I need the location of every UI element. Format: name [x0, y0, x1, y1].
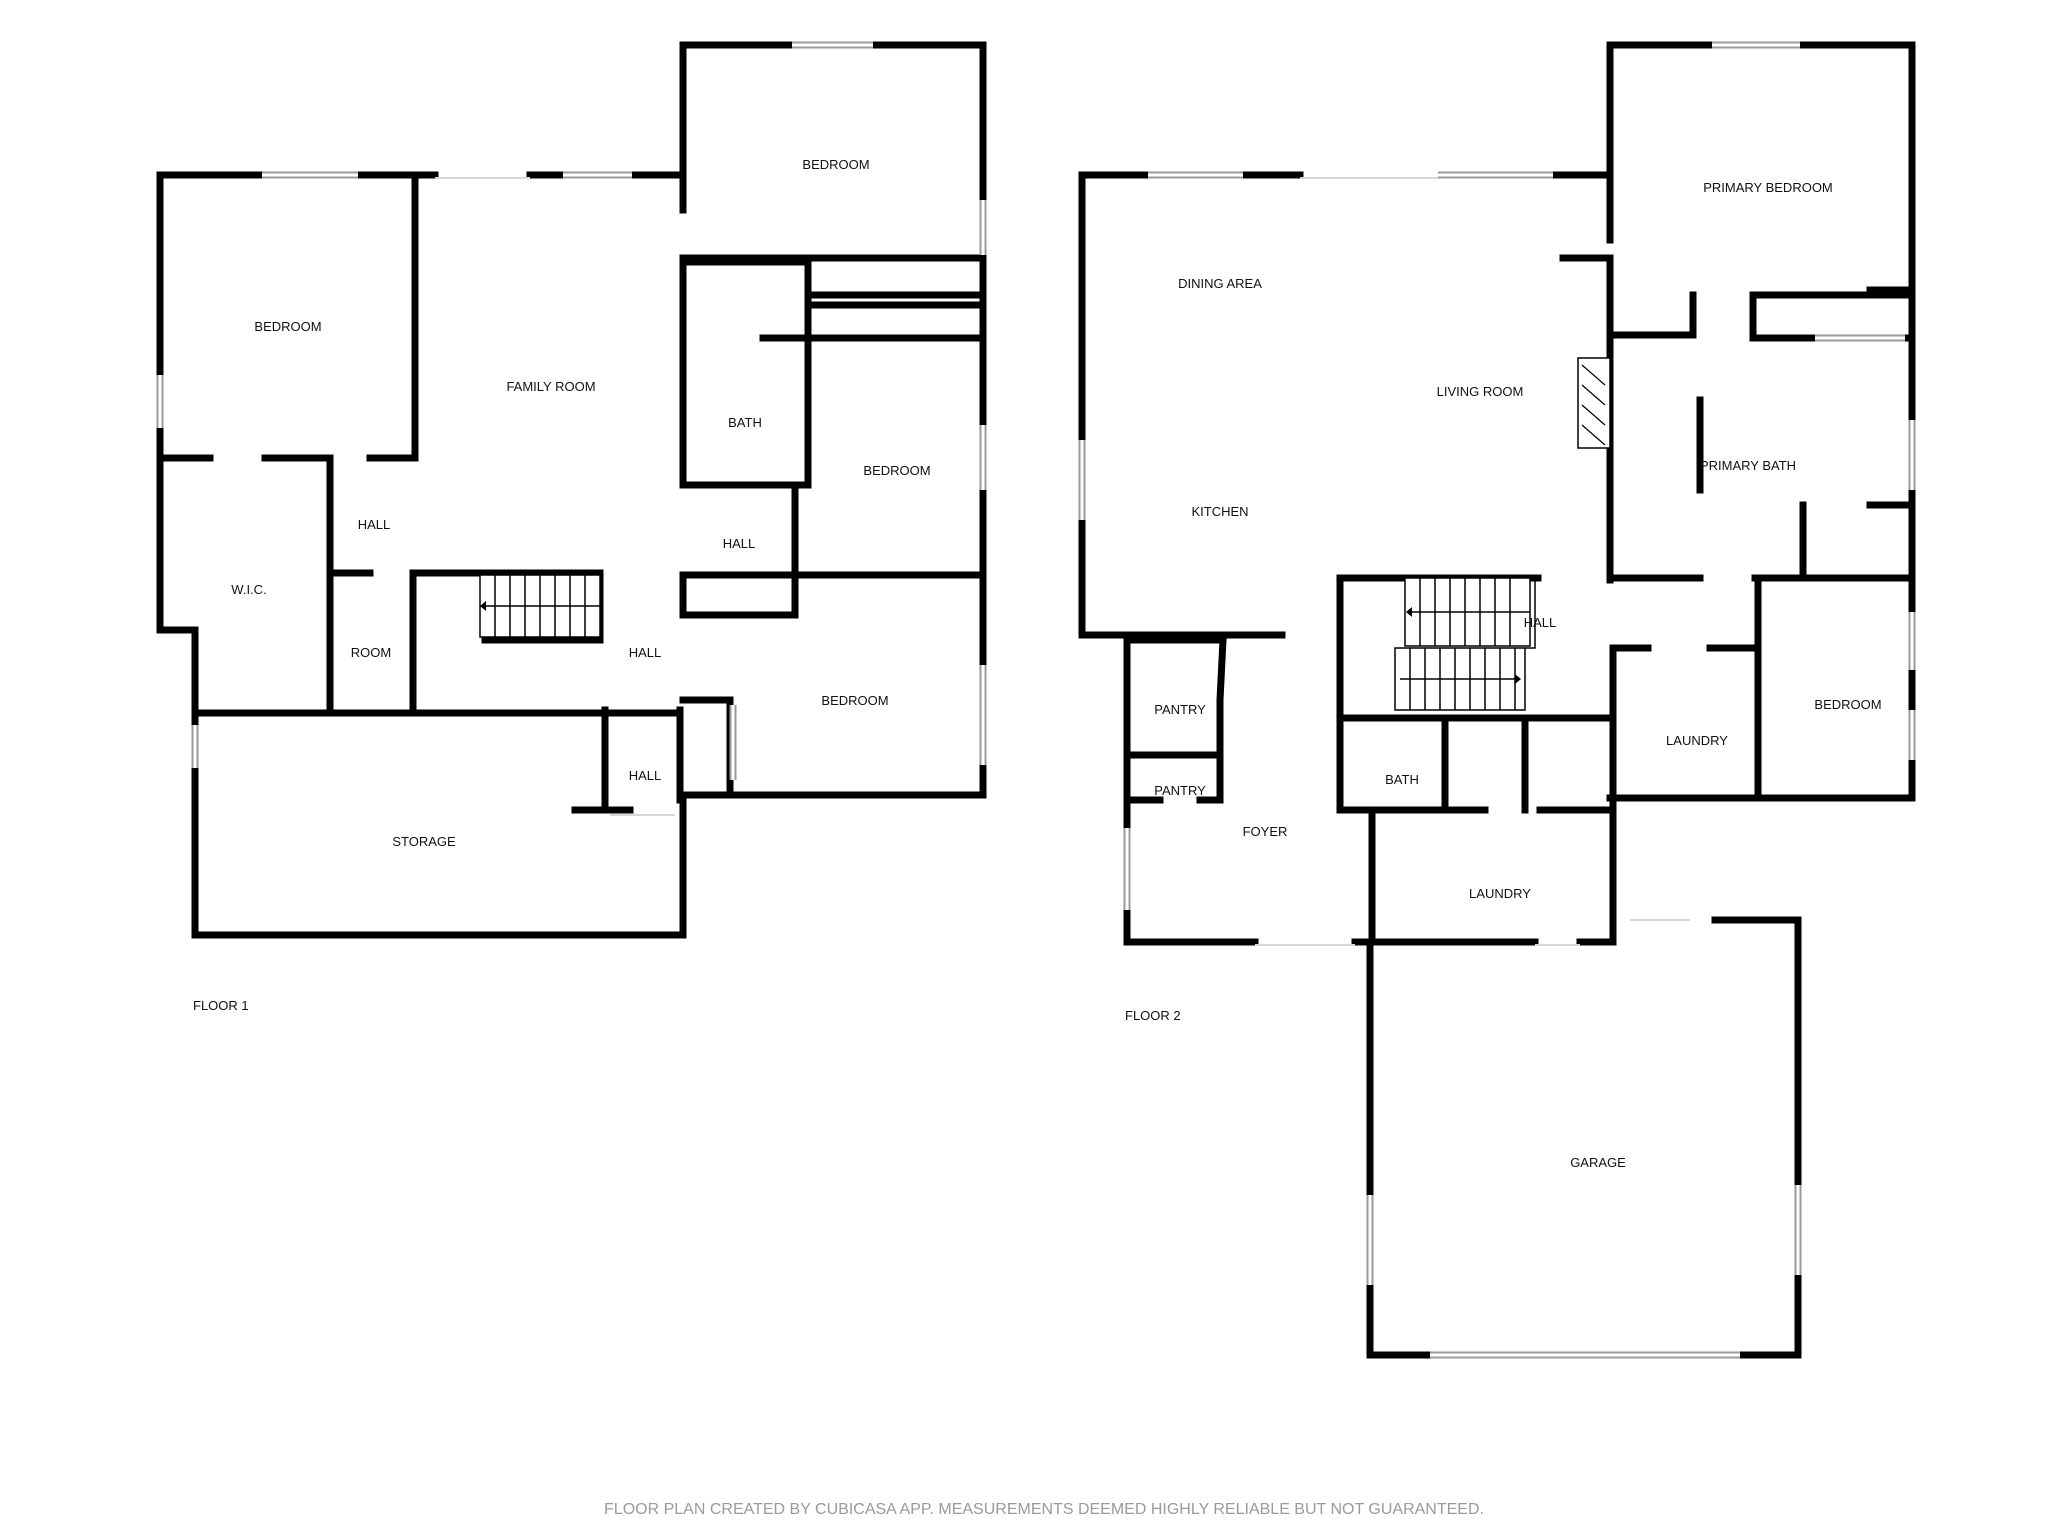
- room-label: BEDROOM: [1814, 697, 1881, 712]
- room-label: BEDROOM: [254, 319, 321, 334]
- room-label: LAUNDRY: [1469, 886, 1531, 901]
- room-label: ROOM: [351, 645, 391, 660]
- fireplace: [1577, 357, 1611, 449]
- room-label: BEDROOM: [821, 693, 888, 708]
- floor-2-label: FLOOR 2: [1125, 1008, 1181, 1023]
- floor-1-label: FLOOR 1: [193, 998, 249, 1013]
- room-label: PRIMARY BATH: [1700, 458, 1796, 473]
- footer-disclaimer: FLOOR PLAN CREATED BY CUBICASA APP. MEAS…: [604, 1501, 1484, 1518]
- floor-2-plan: DINING AREA LIVING ROOM PRIMARY BEDROOM …: [1078, 41, 1916, 1359]
- floor-1-stairs: [479, 574, 601, 638]
- room-label: W.I.C.: [231, 582, 266, 597]
- room-label: HALL: [629, 645, 662, 660]
- room-label: FOYER: [1243, 824, 1288, 839]
- room-label: KITCHEN: [1191, 504, 1248, 519]
- room-label: LIVING ROOM: [1437, 384, 1524, 399]
- room-label: HALL: [1524, 615, 1557, 630]
- room-label: STORAGE: [392, 834, 456, 849]
- room-label: PANTRY: [1154, 783, 1206, 798]
- floor-2-stairs: [1394, 577, 1536, 711]
- room-label: FAMILY ROOM: [506, 379, 595, 394]
- room-label: BATH: [1385, 772, 1419, 787]
- room-label: GARAGE: [1570, 1155, 1626, 1170]
- floor-1-plan: BEDROOM FAMILY ROOM BEDROOM BATH BEDROOM…: [156, 41, 987, 1013]
- room-label: DINING AREA: [1178, 276, 1262, 291]
- room-label: BATH: [728, 415, 762, 430]
- room-label: PRIMARY BEDROOM: [1703, 180, 1833, 195]
- room-label: HALL: [629, 768, 662, 783]
- room-label: BEDROOM: [802, 157, 869, 172]
- room-label: PANTRY: [1154, 702, 1206, 717]
- room-label: HALL: [358, 517, 391, 532]
- room-label: HALL: [723, 536, 756, 551]
- room-label: LAUNDRY: [1666, 733, 1728, 748]
- room-label: BEDROOM: [863, 463, 930, 478]
